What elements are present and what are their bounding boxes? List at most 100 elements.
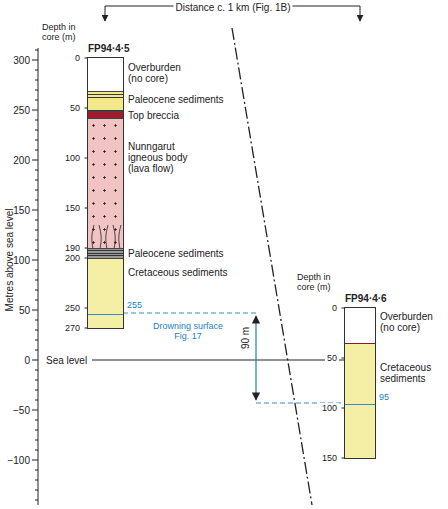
depth-value: 50 xyxy=(68,103,82,113)
axis-tick xyxy=(32,310,38,311)
axis-value: 250 xyxy=(13,105,30,116)
axis-tick xyxy=(35,380,38,381)
core-layer: Top breccia xyxy=(88,111,123,118)
core-layer: Overburden (no core) xyxy=(88,58,123,91)
depth-value: 200 xyxy=(63,253,82,263)
depth-value: 270 xyxy=(63,323,82,333)
core-layer: Cretaceous sediments xyxy=(345,343,375,458)
offset-arrow xyxy=(255,316,256,400)
axis-tick xyxy=(32,460,38,461)
axis-tick xyxy=(35,140,38,141)
axis-tick xyxy=(35,400,38,401)
core-column: Depth in core (m)FP94·4·5Overburden (no … xyxy=(88,58,123,328)
drowning-surface-line xyxy=(345,404,375,405)
axis-tick xyxy=(35,80,38,81)
layer-label: Top breccia xyxy=(128,110,179,121)
axis-tick xyxy=(35,120,38,121)
depth-value: 100 xyxy=(63,153,82,163)
axis-value: 50 xyxy=(19,305,30,316)
axis-tick xyxy=(32,210,38,211)
axis-tick xyxy=(32,410,38,411)
axis-tick xyxy=(35,490,38,491)
axis-value: −50 xyxy=(13,405,30,416)
fault-line xyxy=(232,28,312,505)
drowning-depth: 255 xyxy=(127,300,142,310)
core-depth-ticks xyxy=(85,58,346,458)
axis-tick xyxy=(35,430,38,431)
axis-tick xyxy=(35,350,38,351)
axis-value: 150 xyxy=(13,205,30,216)
layer-label: Paleocene sediments xyxy=(128,248,224,259)
axis-tick xyxy=(32,60,38,61)
depth-value: 0 xyxy=(73,53,82,63)
axis-tick xyxy=(35,270,38,271)
core-layer: Cretaceous sediments xyxy=(88,258,123,328)
axis-tick xyxy=(35,70,38,71)
depth-value: 190 xyxy=(63,243,82,253)
drowning-surface-line xyxy=(123,312,256,313)
core-name: FP94·4·5 xyxy=(88,43,130,54)
axis-value: 300 xyxy=(13,55,30,66)
joint-stroke xyxy=(99,225,101,249)
drowning-surface-line xyxy=(88,314,123,315)
axis-value: −100 xyxy=(7,455,30,466)
axis-tick xyxy=(35,130,38,131)
axis-tick xyxy=(35,480,38,481)
joint-stroke xyxy=(92,225,94,249)
joint-stroke xyxy=(113,225,115,249)
core-column: Depth in core (m)FP94·4·6Overburden (no … xyxy=(345,308,375,458)
axis-tick xyxy=(32,160,38,161)
core-layer: Nunngarut igneous body (lava flow) xyxy=(88,118,123,248)
axis-tick xyxy=(35,250,38,251)
depth-heading: Depth in core (m) xyxy=(297,272,343,292)
axis-tick xyxy=(35,440,38,441)
axis-tick xyxy=(32,260,38,261)
joint-stroke xyxy=(119,225,121,249)
depth-value: 150 xyxy=(320,453,339,463)
axis-tick xyxy=(32,360,38,361)
axis-tick xyxy=(35,100,38,101)
axis-tick xyxy=(35,180,38,181)
layer-label: Cretaceous sediments xyxy=(128,267,228,278)
axis-tick xyxy=(35,340,38,341)
axis-tick xyxy=(35,200,38,201)
depth-value: 0 xyxy=(330,303,339,313)
axis-value: 100 xyxy=(13,255,30,266)
axis-tick xyxy=(35,320,38,321)
axis-tick xyxy=(35,470,38,471)
axis-value: 200 xyxy=(13,155,30,166)
axis-tick xyxy=(35,450,38,451)
sea-level-line xyxy=(92,359,345,360)
axis-tick xyxy=(32,110,38,111)
distance-label: Distance c. 1 km (Fig. 1B) xyxy=(173,2,292,13)
drowning-depth: 95 xyxy=(379,392,389,402)
depth-value: 50 xyxy=(325,353,339,363)
core-layer: Overburden (no core) xyxy=(345,308,375,343)
axis-tick xyxy=(35,50,38,51)
offset-label: 90 m xyxy=(240,327,251,349)
axis-tick xyxy=(35,190,38,191)
axis-tick xyxy=(35,370,38,371)
axis-tick xyxy=(35,500,38,501)
sea-level-label: Sea level xyxy=(46,355,87,366)
columnar-joints xyxy=(88,119,123,249)
layer-label: Cretaceous sediments xyxy=(380,362,444,384)
axis-tick xyxy=(35,170,38,171)
axis-title: Metres above sea level xyxy=(4,209,15,312)
core-layer: Paleocene sediments xyxy=(88,248,123,258)
elevation-axis xyxy=(38,48,39,505)
axis-tick xyxy=(35,230,38,231)
layer-label: Overburden (no core) xyxy=(128,62,186,84)
axis-tick xyxy=(35,150,38,151)
axis-tick xyxy=(35,240,38,241)
layer-label: Overburden (no core) xyxy=(380,311,444,333)
layer-label: Paleocene sediments xyxy=(128,94,224,105)
axis-tick xyxy=(35,280,38,281)
axis-tick xyxy=(35,290,38,291)
depth-heading: Depth in core (m) xyxy=(42,22,88,42)
drowning-label: Drowning surface Fig. 17 xyxy=(145,321,231,341)
depth-value: 250 xyxy=(63,303,82,313)
depth-value: 100 xyxy=(320,403,339,413)
layer-label: Nunngarut igneous body (lava flow) xyxy=(128,141,200,174)
core-name: FP94·4·6 xyxy=(345,293,387,304)
